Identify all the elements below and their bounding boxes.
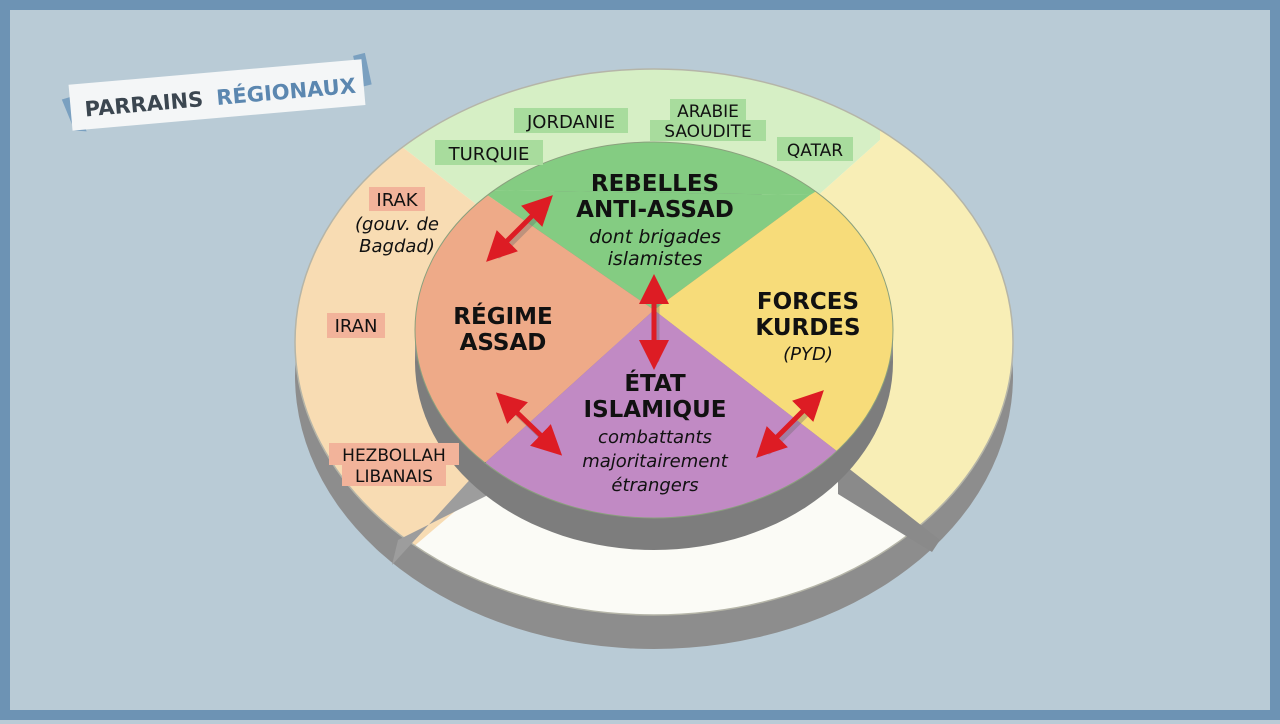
turquie-label: TURQUIE <box>448 144 530 165</box>
sponsor-iran: IRAN <box>327 313 385 338</box>
rebelles-sub-line1: dont brigades <box>589 226 721 248</box>
rebelles-name-line1: REBELLES <box>591 171 719 197</box>
faction-kurdes: FORCES KURDES (PYD) <box>755 289 860 365</box>
regime-name-line2: ASSAD <box>460 330 547 356</box>
sponsor-arabie-saoudite: ARABIE SAOUDITE <box>650 99 766 142</box>
notch-walls <box>392 460 940 565</box>
jordanie-label: JORDANIE <box>526 112 615 133</box>
kurdes-name-line1: FORCES <box>757 289 859 315</box>
iran-label: IRAN <box>335 316 378 337</box>
sponsor-irak: IRAK (gouv. de Bagdad) <box>355 187 439 257</box>
sponsor-hezbollah: HEZBOLLAH LIBANAIS <box>329 443 459 487</box>
faction-etat-islamique: ÉTAT ISLAMIQUE combattants majoritaireme… <box>582 369 729 496</box>
etat-islamique-name-line2: ISLAMIQUE <box>584 397 727 423</box>
slice-etat-islamique <box>486 310 838 518</box>
etat-islamique-name-line1: ÉTAT <box>624 369 686 397</box>
rebelles-name-line2: ANTI-ASSAD <box>576 197 734 223</box>
regime-name-line1: RÉGIME <box>453 302 552 330</box>
arrow-kurdes-etat-islamique <box>756 390 824 458</box>
kurdes-name-line2: KURDES <box>755 315 860 341</box>
arabie-label-line1: ARABIE <box>677 102 739 122</box>
etat-islamique-sub-line3: étrangers <box>611 475 698 496</box>
faction-regime: RÉGIME ASSAD <box>453 302 552 356</box>
kurdes-sub-line1: (PYD) <box>783 344 833 365</box>
irak-sub-line2: Bagdad) <box>359 236 435 257</box>
rebelles-sub-line2: islamistes <box>608 248 703 270</box>
sponsor-turquie: TURQUIE <box>435 140 543 165</box>
title-banner: PARRAINS RÉGIONAUX <box>61 52 372 132</box>
faction-rebelles: REBELLES ANTI-ASSAD dont brigades islami… <box>576 171 734 270</box>
hezbollah-label-line1: HEZBOLLAH <box>342 446 446 466</box>
arrow-rebelles-regime <box>486 195 553 262</box>
irak-sub-line1: (gouv. de <box>355 214 439 235</box>
qatar-label: QATAR <box>787 141 843 161</box>
slice-regime <box>415 142 654 470</box>
conflict-arrows <box>486 195 824 458</box>
inner-disc <box>415 142 893 518</box>
slice-rebelles <box>480 190 810 310</box>
hezbollah-label-line2: LIBANAIS <box>355 467 433 487</box>
irak-label: IRAK <box>376 190 418 211</box>
sponsor-jordanie: JORDANIE <box>514 108 628 133</box>
arabie-label-line2: SAOUDITE <box>664 122 752 142</box>
etat-islamique-sub-line1: combattants <box>598 427 712 448</box>
etat-islamique-sub-line2: majoritairement <box>582 451 729 472</box>
slice-kurdes <box>654 142 893 470</box>
arrow-regime-etat-islamique <box>495 392 563 456</box>
svg-text:PARRAINS RÉGIONAUX: PARRAINS RÉGIONAUX <box>84 73 357 122</box>
sponsor-qatar: QATAR <box>777 137 853 161</box>
